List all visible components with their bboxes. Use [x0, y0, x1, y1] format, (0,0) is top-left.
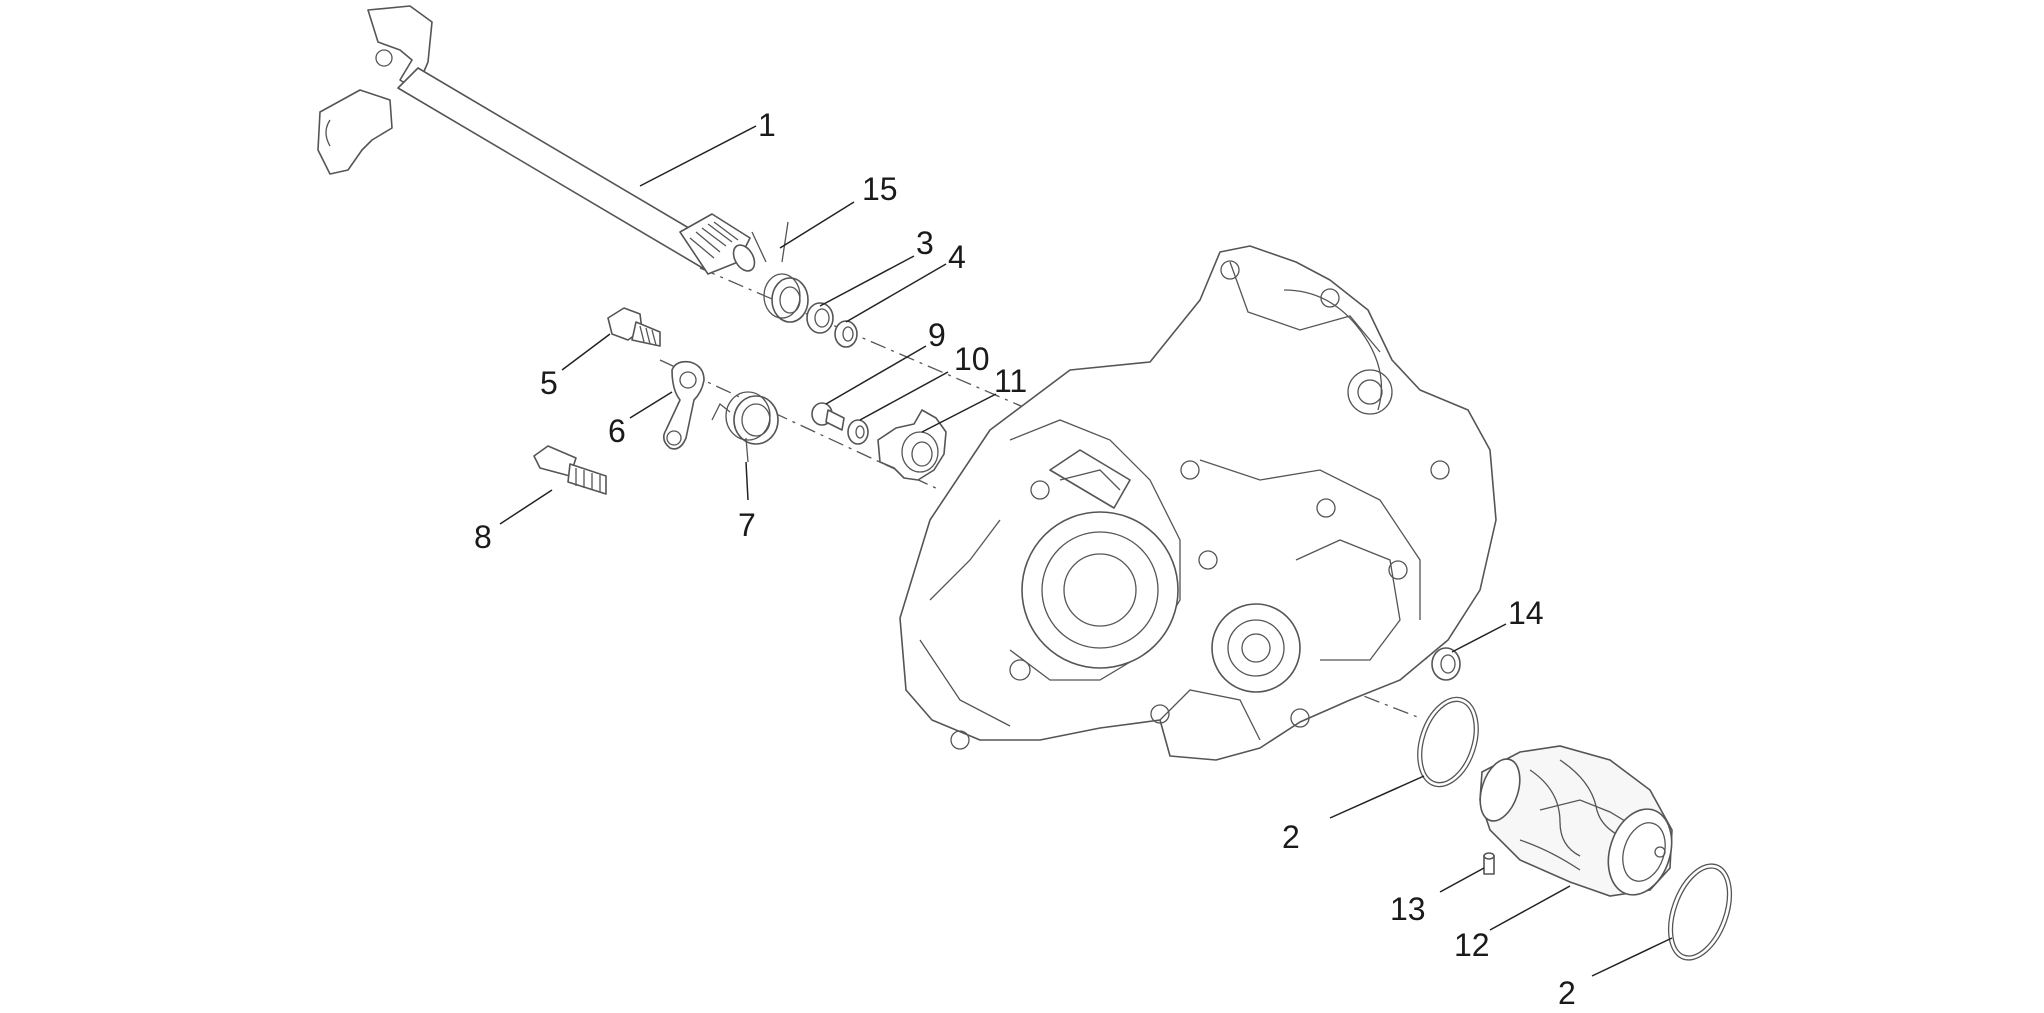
- o-ring-upper: [1417, 696, 1479, 788]
- shaft-return-spring: [751, 221, 809, 323]
- callout-2-upper: 2: [1282, 819, 1300, 855]
- callout-3: 3: [916, 225, 934, 261]
- callout-6: 6: [608, 413, 626, 449]
- oil-seal: [1431, 647, 1461, 681]
- callout-8: 8: [474, 519, 492, 555]
- lever-spring: [711, 391, 779, 463]
- stud-pin: [533, 445, 607, 495]
- callout-4: 4: [948, 239, 966, 275]
- drum-pin: [1483, 852, 1495, 875]
- leader-9: [825, 345, 927, 405]
- gear-shift-shaft: [317, 5, 756, 275]
- callout-15: 15: [862, 171, 898, 207]
- callout-11: 11: [994, 363, 1027, 399]
- leader-3: [819, 255, 915, 307]
- screw: [811, 402, 845, 431]
- leader-2b: [1591, 937, 1673, 977]
- leader-1: [639, 125, 757, 187]
- leader-15: [779, 201, 855, 249]
- selector-drum: [1479, 745, 1673, 897]
- callout-2-lower: 2: [1558, 975, 1576, 1011]
- callout-10: 10: [954, 341, 990, 377]
- leader-13: [1439, 867, 1485, 893]
- callout-12: 12: [1454, 927, 1490, 963]
- callout-labels: 1 15 3 4 5 6 7 8 9 10 11 14 2 13 12 2: [474, 107, 1576, 1011]
- leader-6: [629, 391, 673, 419]
- callout-14: 14: [1508, 595, 1544, 631]
- callout-13: 13: [1390, 891, 1426, 927]
- circlip: [806, 302, 834, 334]
- callout-7: 7: [738, 507, 756, 543]
- selector-star: [877, 409, 947, 481]
- selector-lever: [662, 360, 705, 450]
- leader-2a: [1329, 775, 1425, 819]
- crankcase-half: [899, 245, 1497, 761]
- leader-7: [745, 461, 749, 501]
- callout-9: 9: [928, 317, 946, 353]
- leader-lines: [499, 125, 1673, 977]
- washer: [834, 320, 858, 348]
- bolt: [607, 307, 661, 347]
- leader-10: [859, 371, 949, 421]
- leader-5: [561, 333, 611, 371]
- leader-8: [499, 489, 553, 525]
- callout-1: 1: [758, 107, 776, 143]
- leader-4: [845, 263, 947, 323]
- leader-11: [921, 393, 997, 433]
- leader-12: [1489, 885, 1571, 931]
- washer-small: [847, 419, 869, 445]
- leader-14: [1451, 623, 1507, 653]
- callout-5: 5: [540, 365, 558, 401]
- o-ring-lower: [1667, 863, 1733, 961]
